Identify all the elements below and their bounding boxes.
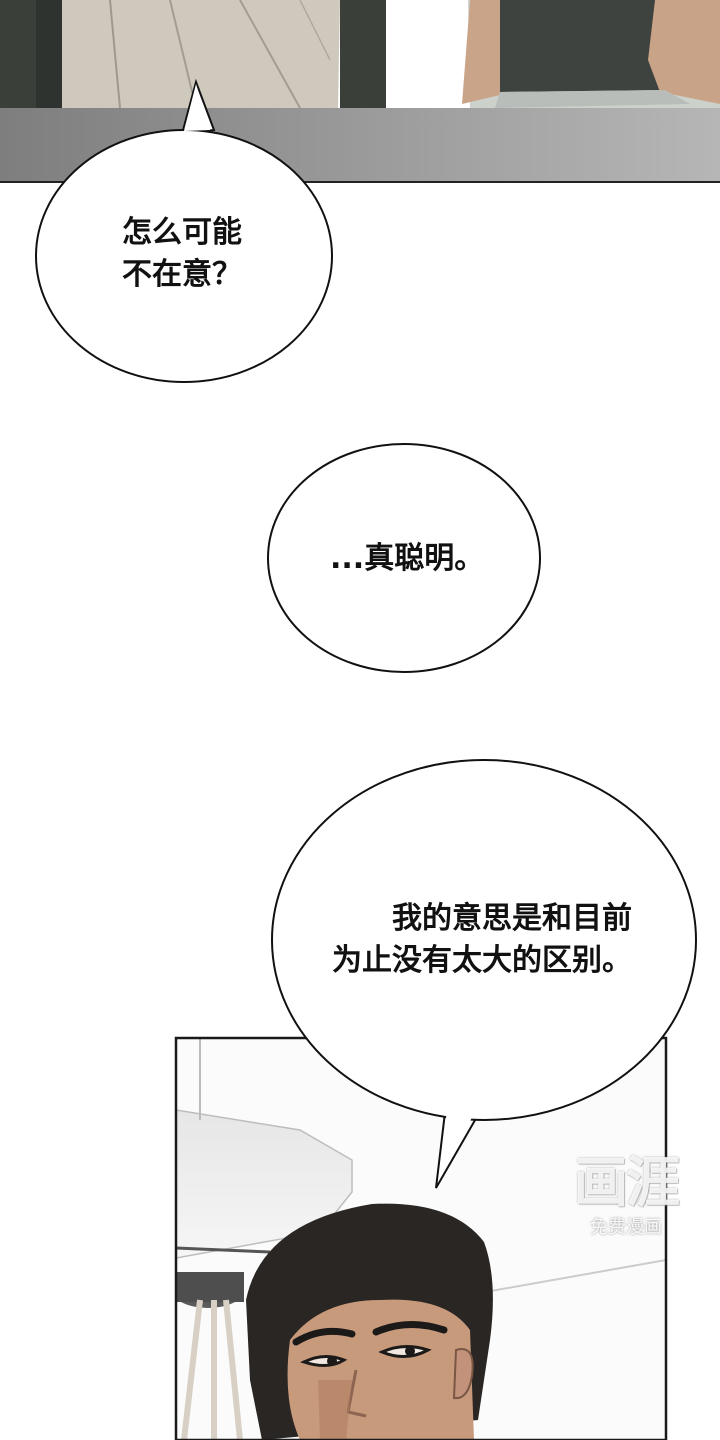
character-face [287,1299,474,1440]
bubble-1-line-1: 怎么可能 [122,215,242,250]
watermark: 画涯 免费漫画 [566,1138,686,1239]
left-hand [462,0,500,104]
left-eyebrow [292,1327,356,1346]
bubble-3-text: 我的意思是和目前为止没有太大的区别。 [332,898,632,982]
bubble-3-line-2: 为止没有太大的区别。 [332,943,632,978]
figure-shirt [495,0,670,92]
bubble-1-line-2: 不在意？ [122,257,242,292]
left-eye [300,1355,348,1367]
bubble-2-text: ...真聪明。 [330,538,484,580]
watermark-subtitle: 免费漫画 [590,1217,662,1238]
bubble-3-line-1: 我的意思是和目前 [392,901,632,936]
right-hand [648,0,720,104]
right-eyebrow [372,1320,448,1336]
bubble-1-text: 怎么可能不在意？ [122,212,242,296]
figure-trousers [62,0,340,108]
right-eye [378,1345,432,1358]
bubble-2-line-1: ...真聪明。 [330,541,485,576]
watermark-logo: 画涯 [574,1151,680,1214]
ear [452,1348,474,1400]
lamp-shade [176,1109,353,1259]
background-dark [0,0,36,110]
